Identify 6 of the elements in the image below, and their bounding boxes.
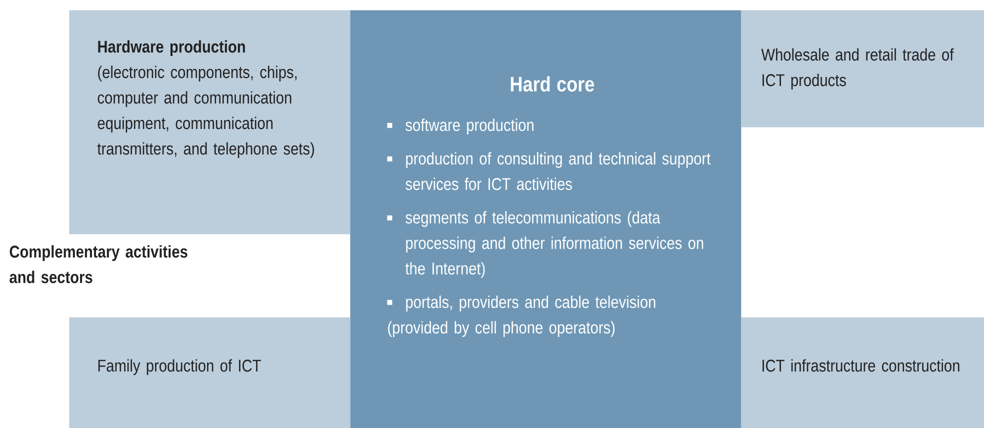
side-label: Complementary activities and sectors: [10, 245, 188, 284]
sector-box: Hardware production (electronic components, chips, computer and communication equipment, communication transmitters, and telephone sets): [69, 10, 350, 234]
core-box: Hard core software production production of consulting and technical support services for ICT activities segments of telecommunications (data processing and other information services on the Internet) portals, providers and cable television (provided by cell phone operators): [350, 10, 742, 428]
sector-box: ICT infrastructure construction: [741, 317, 984, 428]
sector-box: Family production of ICT: [69, 317, 350, 428]
sector-box: Wholesale and retail trade of ICT products: [741, 10, 984, 128]
